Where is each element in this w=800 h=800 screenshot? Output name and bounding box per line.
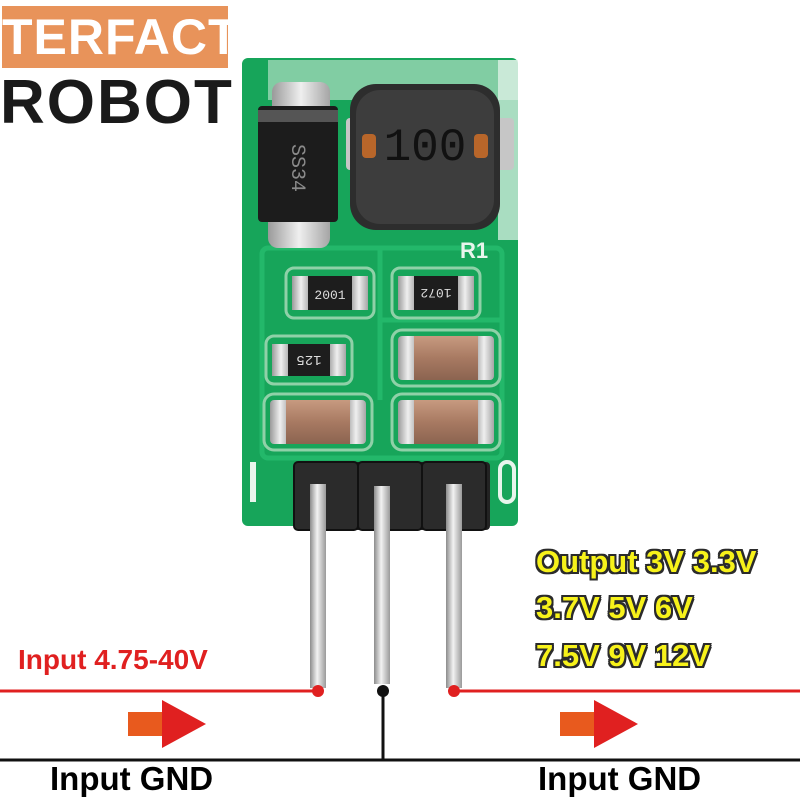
resistor-body: [288, 344, 330, 376]
silkscreen-r1: R1: [460, 238, 488, 263]
silkscreen-mark: [498, 460, 516, 504]
inductor-coil-right: [474, 134, 488, 158]
brand-logo-background: [2, 6, 228, 68]
output-voltage-line-1: Output 3V 3.3V: [536, 544, 757, 579]
brand-name-bottom: ROBOT: [0, 68, 234, 137]
inductor-coil-left: [362, 134, 376, 158]
resistor-outline: [264, 334, 354, 386]
output-voltage-line-3: 7.5V 9V 12V: [536, 638, 711, 673]
inductor-marking: 100: [384, 122, 467, 174]
inductor-top: [356, 90, 494, 224]
gnd-label-right: Input GND: [538, 760, 702, 797]
resistor-outline: [390, 266, 482, 320]
resistor-pad: [398, 276, 416, 310]
capacitor-outline: [262, 392, 374, 452]
capacitor-body: [414, 336, 478, 380]
capacitor-pad: [474, 336, 494, 380]
resistor-pad: [328, 344, 346, 376]
resistor-body: [414, 276, 458, 310]
resistor-marking: 1072: [420, 285, 451, 300]
silkscreen-mark: [250, 462, 256, 502]
arrow-right-icon: [128, 700, 206, 748]
diode-cathode-band: [258, 110, 338, 122]
gnd-label-left: Input GND: [50, 760, 214, 797]
capacitor-pad: [474, 400, 494, 444]
diode-marking: SS34: [285, 144, 308, 192]
capacitor-pad: [270, 400, 290, 444]
resistor-pad: [272, 344, 290, 376]
capacitor-pad: [346, 400, 366, 444]
resistor-outline: [284, 266, 376, 320]
capacitor-body: [414, 400, 478, 444]
output-voltage-line-2: 3.7V 5V 6V: [536, 590, 693, 625]
resistor-body: [308, 276, 352, 310]
resistor-pad: [292, 276, 310, 310]
resistor-pad: [350, 276, 368, 310]
arrow-right-icon: [560, 700, 638, 748]
diode-body: [258, 106, 338, 222]
input-voltage-label: Input 4.75-40V: [18, 644, 208, 675]
resistor-pad: [456, 276, 474, 310]
capacitor-body: [286, 400, 350, 444]
brand-name-top: TERFACT: [2, 9, 240, 65]
capacitor-pad: [398, 400, 418, 444]
output-dot: [448, 685, 460, 697]
pin-gnd: [374, 486, 390, 684]
resistor-marking: 125: [296, 351, 321, 367]
capacitor-outline: [390, 328, 502, 388]
capacitor-outline: [390, 392, 502, 452]
resistor-marking: 2001: [314, 288, 345, 303]
pin-vout: [446, 484, 462, 688]
capacitor-pad: [398, 336, 418, 380]
pin-vin: [310, 484, 326, 688]
input-dot: [312, 685, 324, 697]
